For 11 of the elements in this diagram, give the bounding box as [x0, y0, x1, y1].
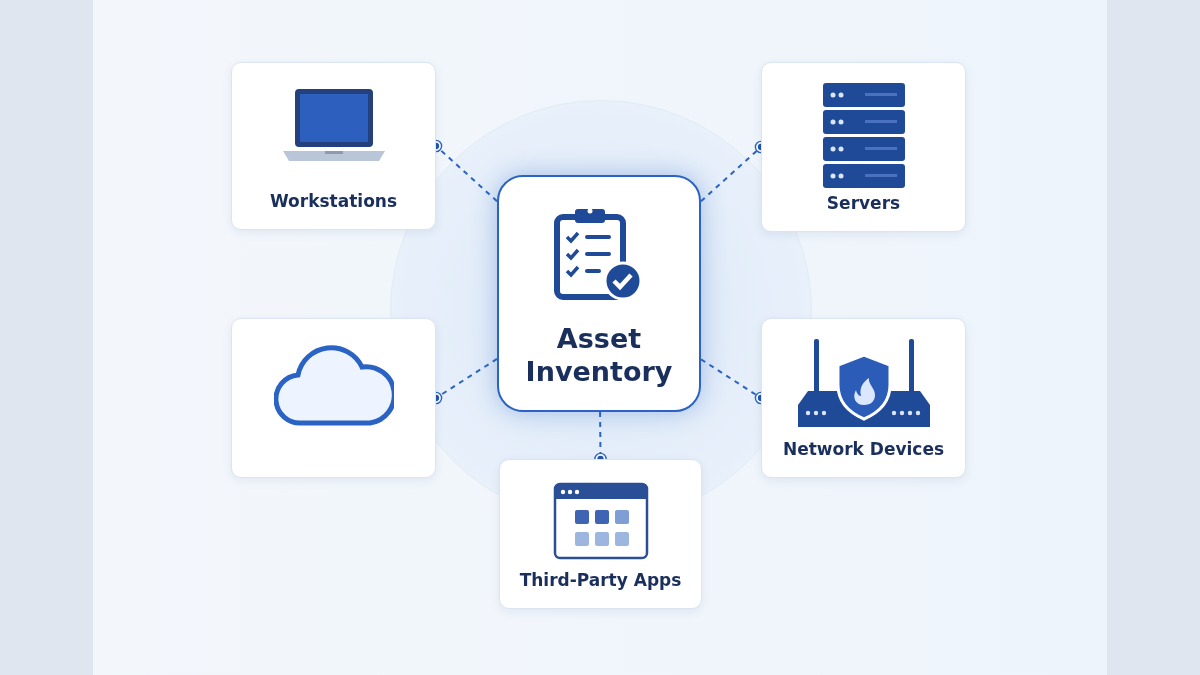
card-label: Asset Inventory — [524, 323, 674, 388]
source-card — [231, 62, 436, 230]
source-card — [761, 62, 966, 232]
source-card — [231, 318, 436, 478]
card-label: Third-Party Apps — [519, 569, 682, 590]
source-card — [499, 459, 702, 609]
card-label: Network Devices — [782, 438, 945, 459]
card-label: Workstations — [269, 190, 398, 211]
source-card — [761, 318, 966, 478]
central-card — [497, 175, 701, 412]
card-label: Servers — [826, 192, 901, 213]
